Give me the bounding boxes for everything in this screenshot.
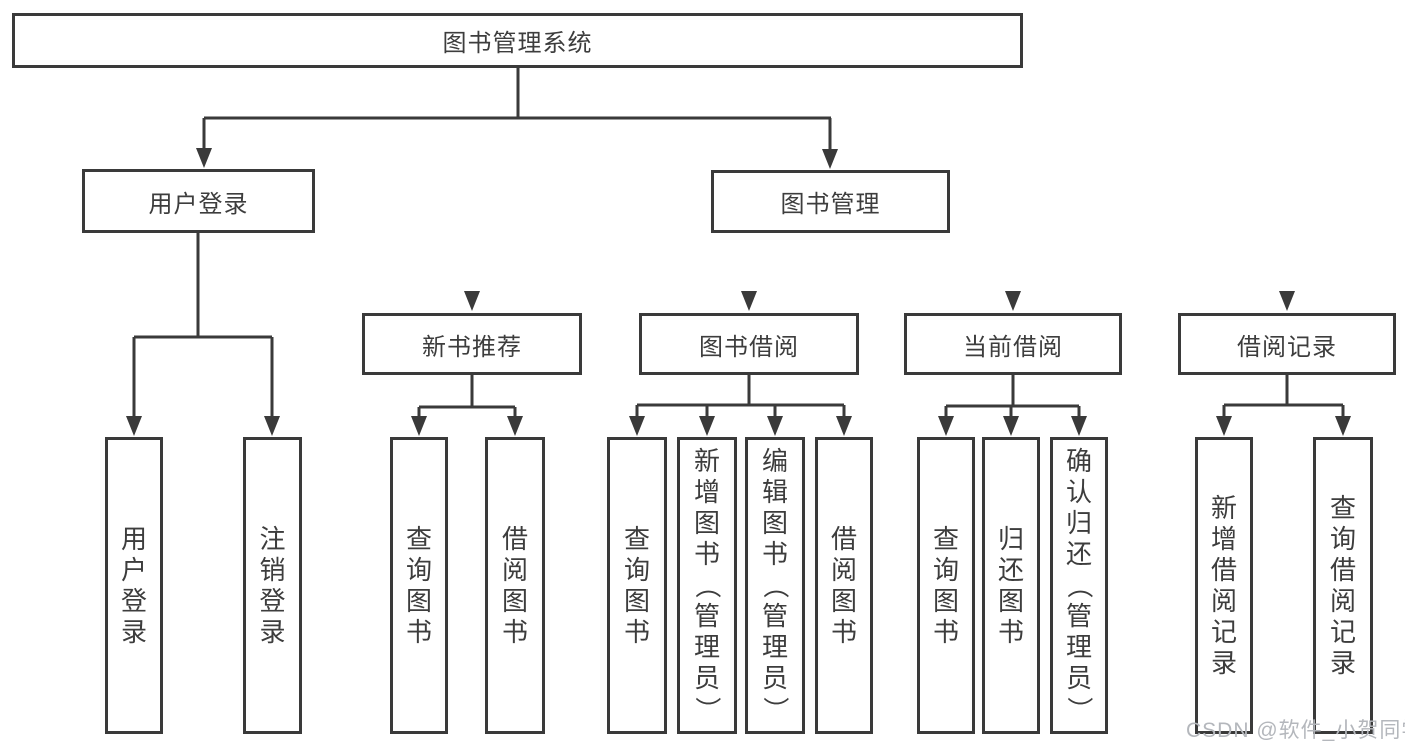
root-node: 图书管理系统 <box>12 13 1023 68</box>
book-management-node: 图书管理 <box>711 170 950 233</box>
user-login-node: 用户登录 <box>82 169 315 233</box>
leaf-user-login: 用户登录 <box>105 437 163 734</box>
borrow-records-node: 借阅记录 <box>1178 313 1396 375</box>
leaf-current-confirm-return-admin: 确认归还（管理员） <box>1050 437 1108 734</box>
leaf-borrow-borrow-books: 借阅图书 <box>815 437 873 734</box>
leaf-borrow-add-books-admin: 新增图书（管理员） <box>677 437 737 734</box>
leaf-newrec-query-books: 查询图书 <box>390 437 448 734</box>
csdn-watermark: CSDN @软件_小贺同学 <box>1186 719 1405 742</box>
leaf-records-add-record: 新增借阅记录 <box>1195 437 1253 734</box>
leaf-current-return-books: 归还图书 <box>982 437 1040 734</box>
leaf-records-query-record: 查询借阅记录 <box>1313 437 1373 734</box>
leaf-logout: 注销登录 <box>243 437 302 734</box>
leaf-newrec-borrow-books: 借阅图书 <box>485 437 545 734</box>
current-borrow-node: 当前借阅 <box>904 313 1122 375</box>
leaf-current-query-books: 查询图书 <box>917 437 975 734</box>
book-borrow-node: 图书借阅 <box>639 313 859 375</box>
new-book-recommend-node: 新书推荐 <box>362 313 582 375</box>
leaf-borrow-edit-books-admin: 编辑图书（管理员） <box>745 437 805 734</box>
leaf-borrow-query-books: 查询图书 <box>607 437 667 734</box>
